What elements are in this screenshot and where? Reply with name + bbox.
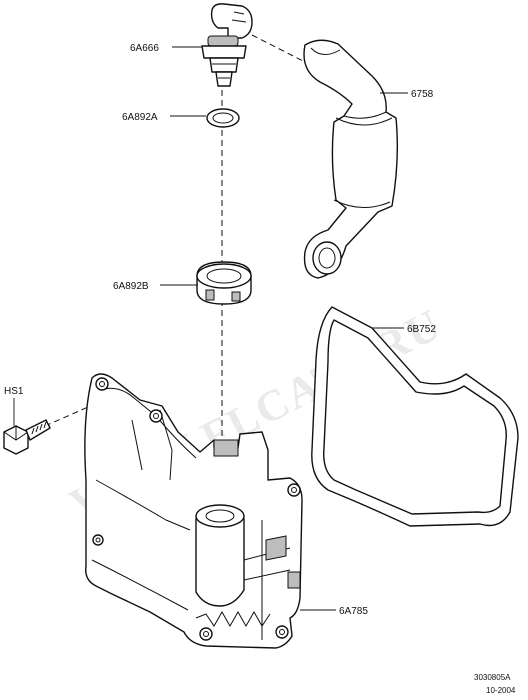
hose-connection-line: [251, 34, 306, 63]
hose-part: [303, 39, 399, 279]
callout-cover: 6A785: [339, 606, 368, 617]
callout-bolt: HS1: [4, 386, 24, 397]
sensor-part: [201, 3, 253, 87]
callout-o-ring: 6A892A: [122, 112, 158, 123]
callout-retaining-ring: 6A892B: [113, 281, 149, 292]
separator-cover-part: [84, 373, 303, 649]
gasket-part: [311, 306, 519, 527]
bolt-part: [3, 419, 51, 455]
retaining-ring-part: [196, 261, 252, 305]
callout-sensor: 6A666: [130, 43, 159, 54]
drawing-date: 10-2004: [486, 686, 516, 695]
o-ring-part: [206, 108, 240, 128]
callout-gasket: 6B752: [407, 324, 436, 335]
callout-hose: 6758: [411, 89, 434, 100]
drawing-code: 3030805A: [474, 673, 511, 682]
